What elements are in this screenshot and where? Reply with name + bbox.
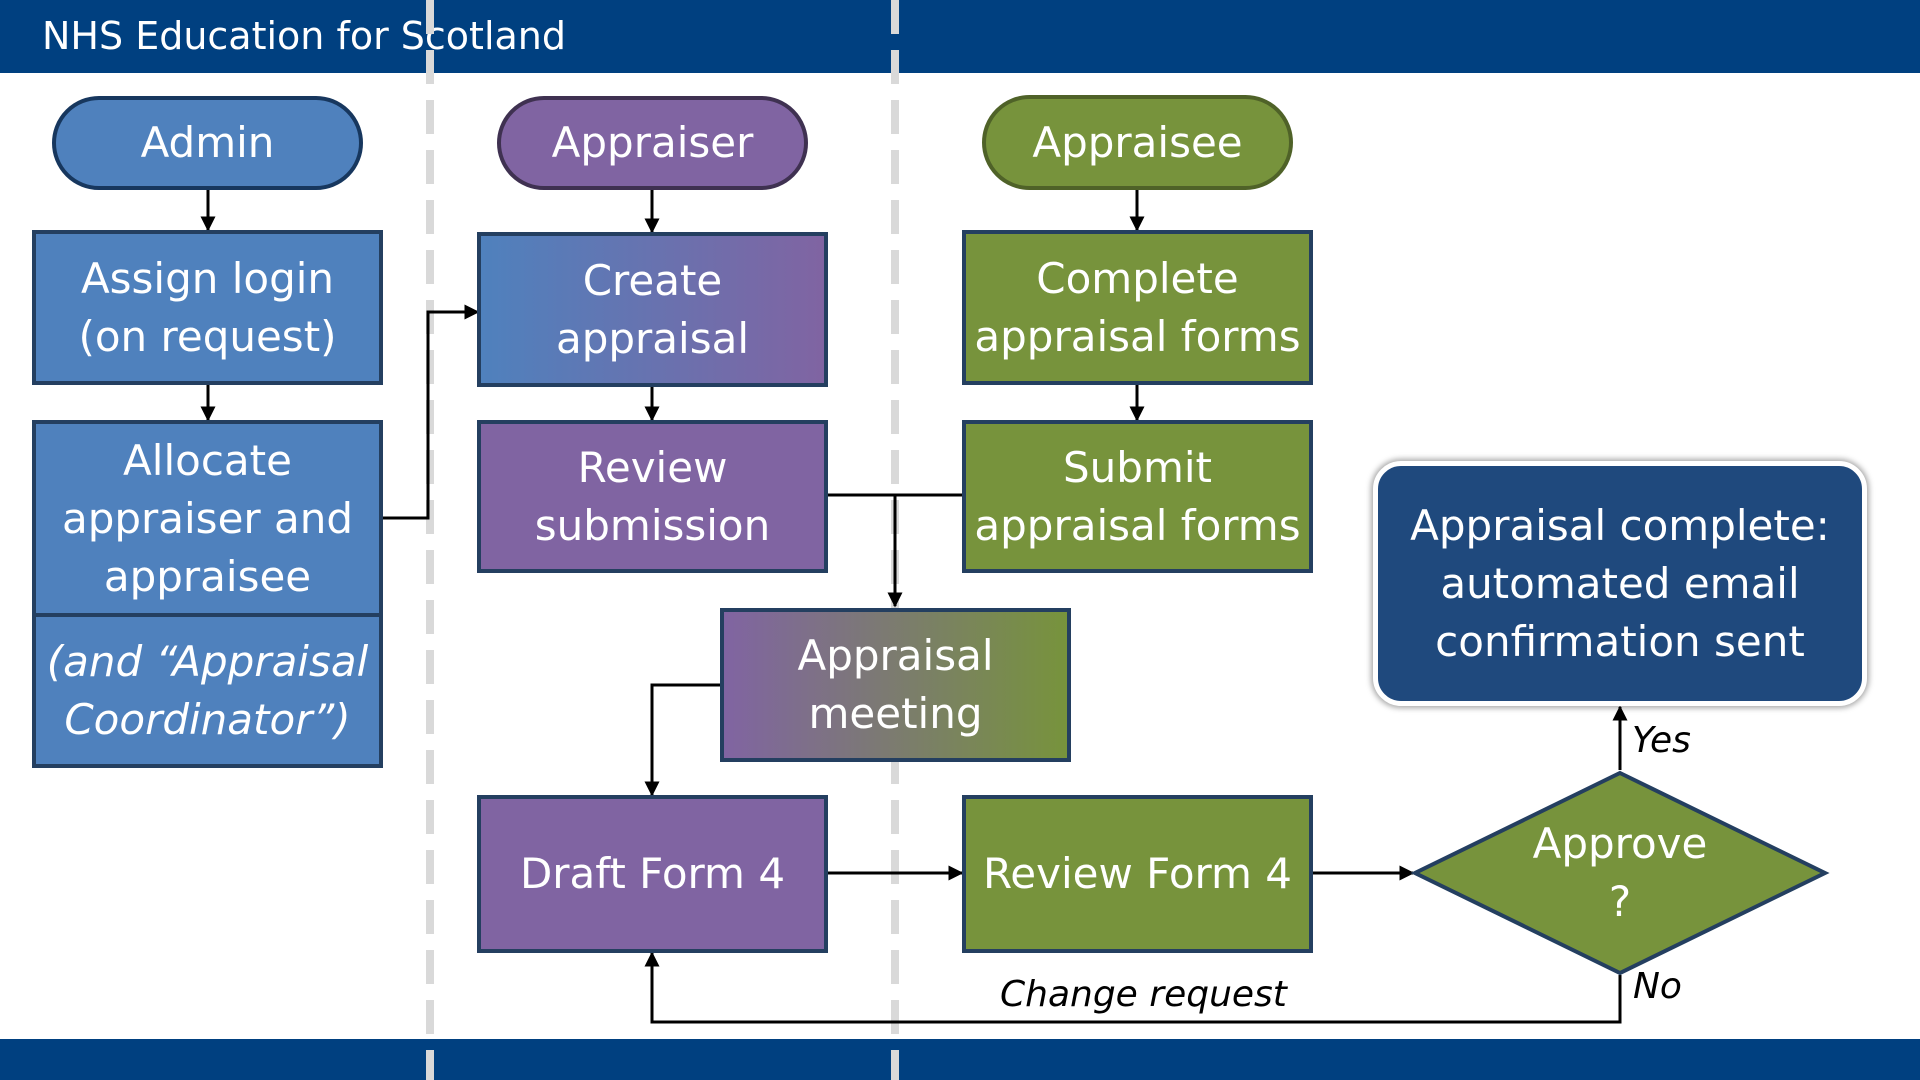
node-allocate-note-label: (and “Appraisal Coordinator”) (46, 636, 369, 744)
arrow-no-change-request (644, 951, 1622, 1024)
node-assign-login-label: Assign login (on request) (78, 253, 337, 361)
lane-header-admin: Admin (52, 96, 363, 190)
footer-bar (0, 1039, 1920, 1080)
node-appraisal-meeting-label: Appraisal meeting (797, 631, 994, 738)
lane-header-appraisee-label: Appraisee (1032, 117, 1243, 167)
approve-diamond (1410, 770, 1830, 976)
arrow-allocate-to-create (383, 304, 480, 520)
node-appraisal-complete: Appraisal complete: automated email conf… (1373, 461, 1867, 706)
node-submit-forms: Submit appraisal forms (962, 420, 1313, 573)
org-title: NHS Education for Scotland (42, 14, 567, 58)
node-appraisal-meeting: Appraisal meeting (720, 608, 1071, 762)
lane-header-admin-label: Admin (140, 118, 275, 167)
node-complete-forms: Complete appraisal forms (962, 230, 1313, 385)
node-allocate-note: (and “Appraisal Coordinator”) (32, 613, 383, 768)
lane-header-appraiser-label: Appraiser (551, 118, 754, 167)
node-review-form4-label: Review Form 4 (982, 849, 1293, 898)
node-review-submission: Review submission (477, 420, 828, 573)
node-approve: Approve ? (1470, 815, 1770, 931)
node-assign-login: Assign login (on request) (32, 230, 383, 385)
lane-header-appraiser: Appraiser (497, 96, 808, 190)
node-create-appraisal: Create appraisal (477, 232, 828, 387)
node-approve-label: Approve ? (1532, 819, 1708, 926)
node-submit-forms-label: Submit appraisal forms (974, 442, 1301, 550)
node-draft-form4-label: Draft Form 4 (519, 849, 786, 898)
node-review-submission-label: Review submission (534, 442, 771, 550)
node-draft-form4: Draft Form 4 (477, 795, 828, 953)
edge-label-yes: Yes (1632, 720, 1691, 761)
arrow-meeting-to-draft (644, 683, 720, 797)
edge-label-no: No (1633, 966, 1682, 1007)
node-review-form4: Review Form 4 (962, 795, 1313, 953)
node-allocate: Allocate appraiser and appraisee (32, 420, 383, 617)
node-create-appraisal-label: Create appraisal (555, 255, 750, 363)
node-allocate-label: Allocate appraiser and appraisee (61, 435, 354, 601)
header-bar: NHS Education for Scotland (0, 0, 1920, 73)
node-appraisal-complete-label: Appraisal complete: automated email conf… (1410, 500, 1830, 666)
lane-header-appraisee: Appraisee (982, 95, 1293, 190)
edge-label-change-request: Change request (1000, 974, 1287, 1015)
node-complete-forms-label: Complete appraisal forms (974, 253, 1301, 361)
